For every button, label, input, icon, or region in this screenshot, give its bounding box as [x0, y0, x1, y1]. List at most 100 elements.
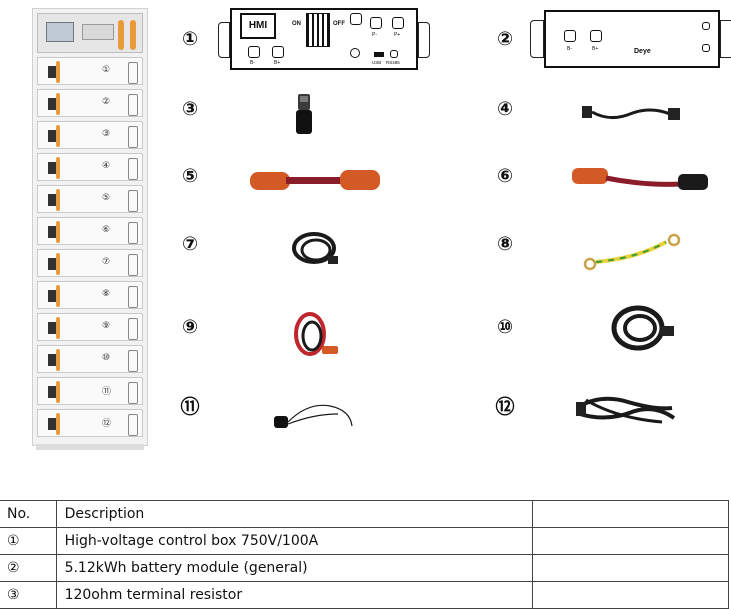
mount-bracket-right — [418, 22, 430, 58]
rack-module-number: ④ — [102, 160, 111, 170]
rack-module-number: ① — [102, 64, 111, 74]
mount-bracket-left — [218, 22, 230, 58]
rack-module-handle — [128, 286, 138, 308]
label-8: ⑧ — [496, 233, 514, 255]
rack-module-wire — [56, 413, 60, 435]
label-6: ⑥ — [496, 165, 514, 187]
row-description: 120ohm terminal resistor — [55, 581, 534, 609]
label-7: ⑦ — [181, 233, 199, 255]
rs485-label: RS485 — [386, 60, 400, 65]
rack-module: ⑤ — [37, 185, 143, 213]
rack-module: ⑨ — [37, 313, 143, 341]
rack-module: ② — [37, 89, 143, 117]
rack-module-handle — [128, 190, 138, 212]
rack-module-plug — [48, 162, 56, 174]
rack-module: ⑩ — [37, 345, 143, 373]
battery-module-image: B- B+ Deye — [530, 10, 731, 68]
rack-module-handle — [128, 350, 138, 372]
rack-module: ⑫ — [37, 409, 143, 437]
module-brand-logo: Deye — [634, 48, 651, 55]
label-5: ⑤ — [181, 165, 199, 187]
module-bracket-left — [530, 20, 544, 58]
label-4: ④ — [496, 98, 514, 120]
row-extra — [532, 554, 729, 582]
indicator-light-icon — [350, 48, 360, 58]
module-port-icon — [702, 22, 710, 30]
rack-module-handle — [128, 254, 138, 276]
row-no: ② — [0, 554, 57, 582]
label-9: ⑨ — [181, 316, 199, 338]
usb-port-icon — [374, 52, 384, 57]
control-box-image: HMI ON OFF P- P+ B- B+ USB RS485 — [218, 8, 430, 70]
rack-module-plug — [48, 194, 56, 206]
breaker-switch — [306, 13, 330, 47]
rack-hmi-screen — [46, 22, 74, 42]
rack-module-wire — [56, 157, 60, 179]
rack-module: ⑧ — [37, 281, 143, 309]
module-bracket-right — [720, 20, 731, 58]
rack-module-number: ⑦ — [102, 256, 111, 266]
rack-module-plug — [48, 354, 56, 366]
table-row: ① High-voltage control box 750V/100A — [0, 527, 729, 555]
hmi-screen: HMI — [240, 13, 276, 39]
rack-module-wire — [56, 61, 60, 83]
rack-module-number: ⑩ — [102, 352, 111, 362]
b-minus-label: B- — [250, 60, 255, 66]
red-cable-coil-image — [294, 312, 338, 356]
off-label: OFF — [333, 21, 345, 27]
power-cable-red-image — [250, 170, 380, 190]
usb-label: USB — [372, 60, 382, 65]
ground-cable-image — [583, 233, 681, 271]
power-cable-orange-black-image — [572, 168, 708, 190]
rack-module-plug — [48, 98, 56, 110]
rack-base — [36, 444, 144, 450]
rack-module: ④ — [37, 153, 143, 181]
rack-module: ③ — [37, 121, 143, 149]
rack-module-handle — [128, 126, 138, 148]
parts-table: No. Description ① High-voltage control b… — [0, 500, 729, 609]
rack-module-number: ⑫ — [102, 418, 112, 428]
rack-wire — [118, 20, 124, 50]
sensor-cable-image — [274, 404, 353, 428]
label-3: ③ — [181, 98, 199, 120]
b-minus-terminal-icon — [248, 46, 260, 58]
rack-module-number: ② — [102, 96, 111, 106]
p-plus-label: P+ — [394, 32, 401, 38]
rack-module-wire — [56, 125, 60, 147]
rack-module-wire — [56, 381, 60, 403]
b-plus-label: B+ — [274, 60, 281, 66]
rack-module-plug — [48, 66, 56, 78]
rack-module-handle — [128, 158, 138, 180]
rack-module-handle — [128, 318, 138, 340]
rack-module-number: ③ — [102, 128, 111, 138]
header-no: No. — [0, 500, 57, 528]
rack-module-number: ⑥ — [102, 224, 111, 234]
rack-module-wire — [56, 349, 60, 371]
rack-module-wire — [56, 189, 60, 211]
rack-wire — [130, 20, 136, 50]
rack-module: ① — [37, 57, 143, 85]
module-port-icon — [702, 44, 710, 52]
rack-module-wire — [56, 285, 60, 307]
rack-module-handle — [128, 222, 138, 244]
rack-module-handle — [128, 414, 138, 436]
label-12: ⑫ — [495, 396, 515, 418]
terminal-resistor-image — [296, 94, 312, 134]
row-no: ① — [0, 527, 57, 555]
label-1: ① — [181, 28, 199, 50]
rotary-switch-icon — [350, 13, 362, 25]
row-extra — [532, 527, 729, 555]
black-harness-image — [576, 396, 676, 424]
label-11: ⑪ — [180, 396, 200, 418]
table-row: ③ 120ohm terminal resistor — [0, 581, 729, 609]
header-extra — [532, 500, 729, 528]
header-description: Description — [55, 500, 534, 528]
black-cable-coil-image — [292, 232, 338, 264]
p-minus-label: P- — [372, 32, 377, 38]
label-10: ⑩ — [496, 316, 514, 338]
rack-module-plug — [48, 226, 56, 238]
module-b-plus-terminal-icon — [590, 30, 602, 42]
rack-module: ⑦ — [37, 249, 143, 277]
black-cable-coil-large-image — [611, 305, 674, 351]
p-minus-terminal-icon — [370, 17, 382, 29]
